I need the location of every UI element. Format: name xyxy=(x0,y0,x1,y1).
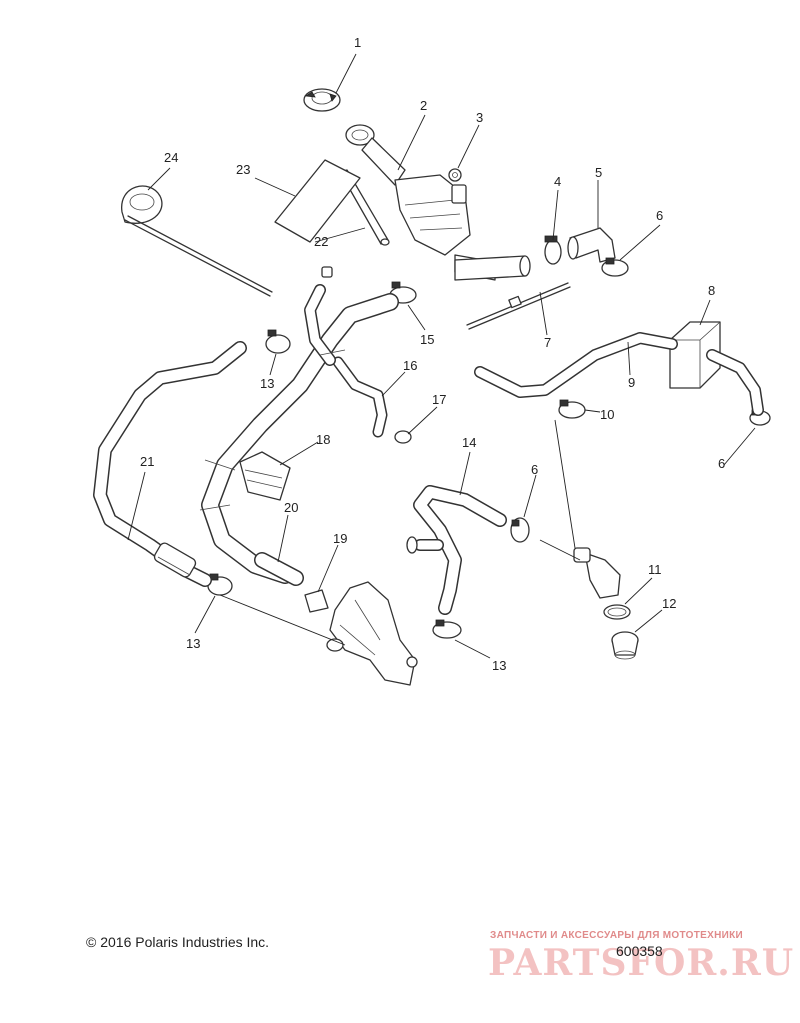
part-23-decal[interactable] xyxy=(274,159,361,243)
callout-8: 8 xyxy=(708,283,715,298)
callout-19: 19 xyxy=(333,531,347,546)
callout-13: 13 xyxy=(492,658,506,673)
watermark-logo: PARTSFOR.RU xyxy=(488,942,795,984)
part-3-nut[interactable] xyxy=(448,168,462,182)
callout-13: 13 xyxy=(186,636,200,651)
callout-7: 7 xyxy=(544,335,551,350)
callout-9: 9 xyxy=(628,375,635,390)
part-13-clamp-lower-center[interactable] xyxy=(432,619,462,639)
callout-labels: 1 2 3 4 5 6 6 6 7 8 9 10 11 12 13 13 13 … xyxy=(140,35,725,673)
callout-23: 23 xyxy=(236,162,250,177)
part-6-clamp-upper[interactable] xyxy=(601,257,629,277)
callout-11: 11 xyxy=(648,562,662,577)
callout-14: 14 xyxy=(462,435,476,450)
callout-10: 10 xyxy=(600,407,614,422)
main-hose-assembly[interactable] xyxy=(199,266,399,584)
part-10-clamp[interactable] xyxy=(558,399,586,419)
part-9-overflow-hose[interactable] xyxy=(474,332,764,416)
callout-15: 15 xyxy=(420,332,434,347)
part-24-cable-tie[interactable] xyxy=(121,185,273,297)
callout-13: 13 xyxy=(260,376,274,391)
part-17-cap[interactable] xyxy=(394,430,412,444)
part-12-thermostat[interactable] xyxy=(611,631,639,660)
callout-4: 4 xyxy=(554,174,561,189)
part-8-reservoir[interactable] xyxy=(669,321,721,389)
watermark-tagline: ЗАПЧАСТИ И АКСЕССУАРЫ ДЛЯ МОТОТЕХНИКИ xyxy=(490,930,743,941)
copyright-notice: © 2016 Polaris Industries Inc. xyxy=(86,934,270,950)
callout-17: 17 xyxy=(432,392,446,407)
part-7-breather-tube[interactable] xyxy=(466,282,571,330)
part-19-clamp[interactable] xyxy=(304,589,329,613)
part-14-hose[interactable] xyxy=(406,485,507,615)
thermostat-housing[interactable] xyxy=(573,547,621,599)
callout-6: 6 xyxy=(718,456,725,471)
water-pump-housing[interactable] xyxy=(326,581,418,686)
part-5-hose-elbow[interactable] xyxy=(567,227,616,263)
part-21-long-hose[interactable] xyxy=(93,341,247,587)
callout-6: 6 xyxy=(656,208,663,223)
callout-3: 3 xyxy=(476,110,483,125)
callout-24: 24 xyxy=(164,150,178,165)
leader-lines xyxy=(127,53,756,659)
callout-20: 20 xyxy=(284,500,298,515)
part-13-clamp-upper-left[interactable] xyxy=(265,329,291,354)
callout-18: 18 xyxy=(316,432,330,447)
part-20-hose[interactable] xyxy=(254,552,304,586)
callout-12: 12 xyxy=(662,596,676,611)
part-18-boot[interactable] xyxy=(239,451,291,501)
callout-21: 21 xyxy=(140,454,154,469)
part-4-clamp[interactable] xyxy=(544,235,562,265)
part-16-bypass-hose[interactable] xyxy=(332,356,388,438)
part-2-filler-neck[interactable] xyxy=(345,124,531,281)
part-6-clamp-middle[interactable] xyxy=(510,517,530,543)
callout-1: 1 xyxy=(354,35,361,50)
callout-5: 5 xyxy=(595,165,602,180)
callout-2: 2 xyxy=(420,98,427,113)
callout-6: 6 xyxy=(531,462,538,477)
callout-16: 16 xyxy=(403,358,417,373)
diagram-number: 600358 xyxy=(616,943,663,959)
part-1-cap[interactable] xyxy=(303,88,341,112)
part-13-clamp-lower-left[interactable] xyxy=(207,573,233,596)
part-11-o-ring[interactable] xyxy=(603,604,631,620)
callout-22: 22 xyxy=(314,234,328,249)
